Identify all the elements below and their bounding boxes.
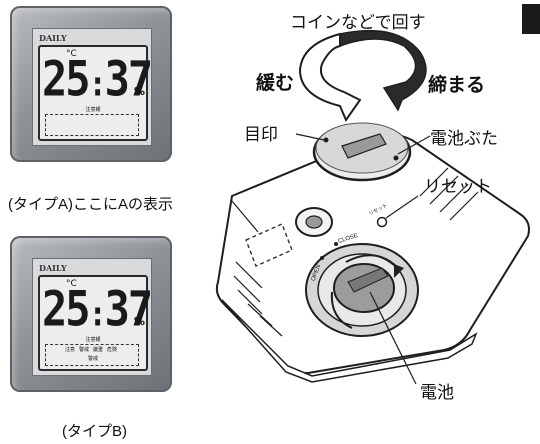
caption-leader-line: [231, 200, 259, 233]
warning-levels: 注意警戒厳重危険: [49, 347, 133, 354]
battery-label: 電池: [420, 383, 454, 403]
warning-label: 注意報: [85, 107, 101, 113]
level-alert: 警戒: [78, 347, 89, 353]
battery-leader-line: [369, 291, 417, 385]
thermometer-type-a: DAILY 25:37 °C % 注意報: [10, 6, 172, 162]
level-severe: 厳重: [93, 347, 104, 353]
caption-type-b: (タイプB): [62, 423, 127, 440]
temperature-reading: 25:37: [42, 50, 153, 107]
tighten-label: 締まる: [428, 74, 486, 96]
section-marker: [522, 4, 540, 34]
caption-type-a: (タイプA)ここにAの表示: [8, 196, 174, 213]
warning-level-area: [45, 114, 139, 136]
rotate-with-coin-label: コインなどで回す: [290, 13, 426, 33]
level-alert-sub: 警戒: [87, 356, 98, 362]
lcd-display: 25:37 °C % 注意報 注意警戒厳重危険 警戒: [38, 275, 153, 371]
celsius-unit: °C: [66, 279, 77, 289]
alignment-mark: [323, 137, 329, 143]
mark-label: 目印: [244, 125, 278, 145]
lcd-display: 25:37 °C % 注意報: [38, 45, 153, 141]
temperature-reading: 25:37: [42, 280, 153, 337]
celsius-unit: °C: [66, 49, 77, 59]
brand-logo: DAILY: [39, 263, 67, 273]
percent-unit: %: [134, 315, 146, 328]
level-danger: 危険: [107, 347, 118, 353]
rotation-arrow: [298, 29, 427, 123]
reset-label: リセット: [424, 177, 492, 197]
reset-button: [376, 216, 388, 228]
loosen-label: 緩む: [256, 72, 295, 94]
brand-logo: DAILY: [39, 33, 67, 43]
device-face: DAILY 25:37 °C % 注意報: [32, 28, 153, 146]
percent-unit: %: [134, 85, 146, 98]
level-caution: 注意: [64, 347, 75, 353]
warning-level-area: [45, 344, 139, 366]
warning-label: 注意報: [85, 337, 101, 343]
battery-cover-label: 電池ぶた: [430, 129, 498, 149]
type-marker-area: [245, 223, 293, 267]
thermometer-type-b: DAILY 25:37 °C % 注意報 注意警戒厳重危険 警戒: [10, 236, 172, 392]
device-face: DAILY 25:37 °C % 注意報 注意警戒厳重危険 警戒: [32, 258, 153, 376]
back-ribs: [233, 167, 479, 337]
coin-slot: [341, 133, 387, 159]
